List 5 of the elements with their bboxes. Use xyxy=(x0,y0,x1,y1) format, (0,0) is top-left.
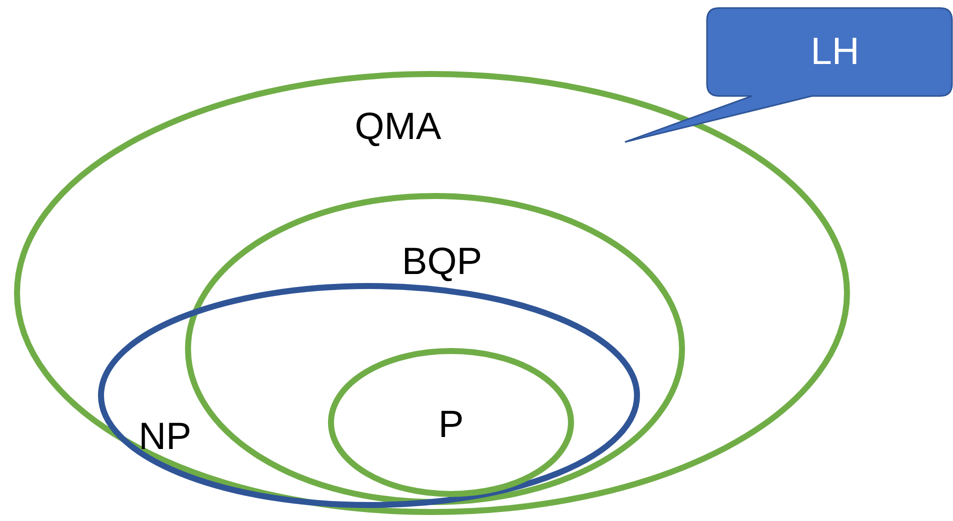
class-label: BQP xyxy=(402,243,482,281)
class-label: P xyxy=(438,406,464,444)
class-label: NP xyxy=(138,418,192,456)
class-label: QMA xyxy=(354,108,442,146)
class-label: LH xyxy=(810,33,860,71)
